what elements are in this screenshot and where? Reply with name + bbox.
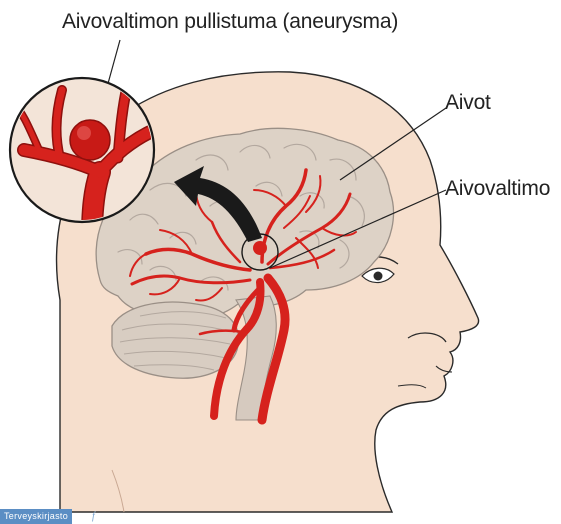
logo-extra-mark: f [92,509,95,524]
label-aneurysm: Aivovaltimon pullistuma (aneurysma) [62,10,398,34]
label-artery: Aivovaltimo [445,177,550,201]
cerebellum [112,302,239,378]
terveyskirjasto-logo[interactable]: Terveyskirjasto [0,509,72,524]
aneurysm-dot [253,241,267,255]
label-brain: Aivot [445,91,491,115]
